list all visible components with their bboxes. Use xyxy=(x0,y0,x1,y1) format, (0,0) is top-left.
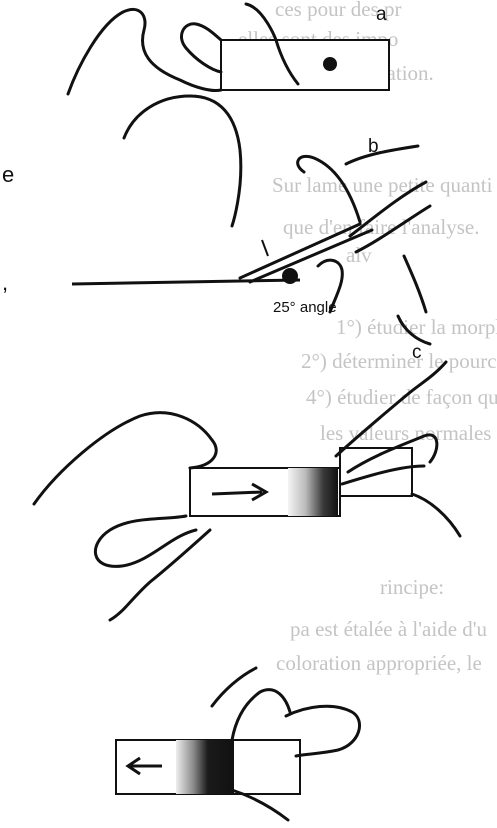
panel-b: b 25° angle xyxy=(72,136,430,344)
bleed-line: 2°) déterminer le pourcenta xyxy=(301,349,497,373)
angle-label: 25° angle xyxy=(273,299,337,316)
bleed-line: 1°) étudier la morpholo xyxy=(336,315,497,339)
blood-smear xyxy=(176,740,234,794)
base-slide-edge xyxy=(72,280,300,284)
bleed-line: rincipe: xyxy=(380,575,444,599)
blood-smear xyxy=(288,468,338,516)
angle-tick xyxy=(262,240,268,256)
panel-d xyxy=(116,668,360,820)
slide xyxy=(221,40,389,90)
bleed-line: les valeurs normales xyxy=(320,421,491,445)
blood-drop xyxy=(323,57,337,71)
panel-label-a: a xyxy=(376,4,387,25)
bleed-line: que d'en faire l'analyse. xyxy=(283,215,479,239)
bleed-line: coloration appropriée, le xyxy=(276,651,482,675)
bleed-line: Sur lame une petite quanti xyxy=(272,173,493,197)
left-text-fragment: e xyxy=(2,162,14,187)
bleed-line: 4°) étudier de façon qualita xyxy=(306,385,497,409)
panel-label-c: c xyxy=(412,342,422,363)
bleed-line: pa est étalée à l'aide d'u xyxy=(290,617,488,641)
bleed-through-text: ces pour des pr elles sont des impo des … xyxy=(230,0,497,675)
left-text-fragment: , xyxy=(2,270,8,295)
blood-drop xyxy=(282,268,298,284)
